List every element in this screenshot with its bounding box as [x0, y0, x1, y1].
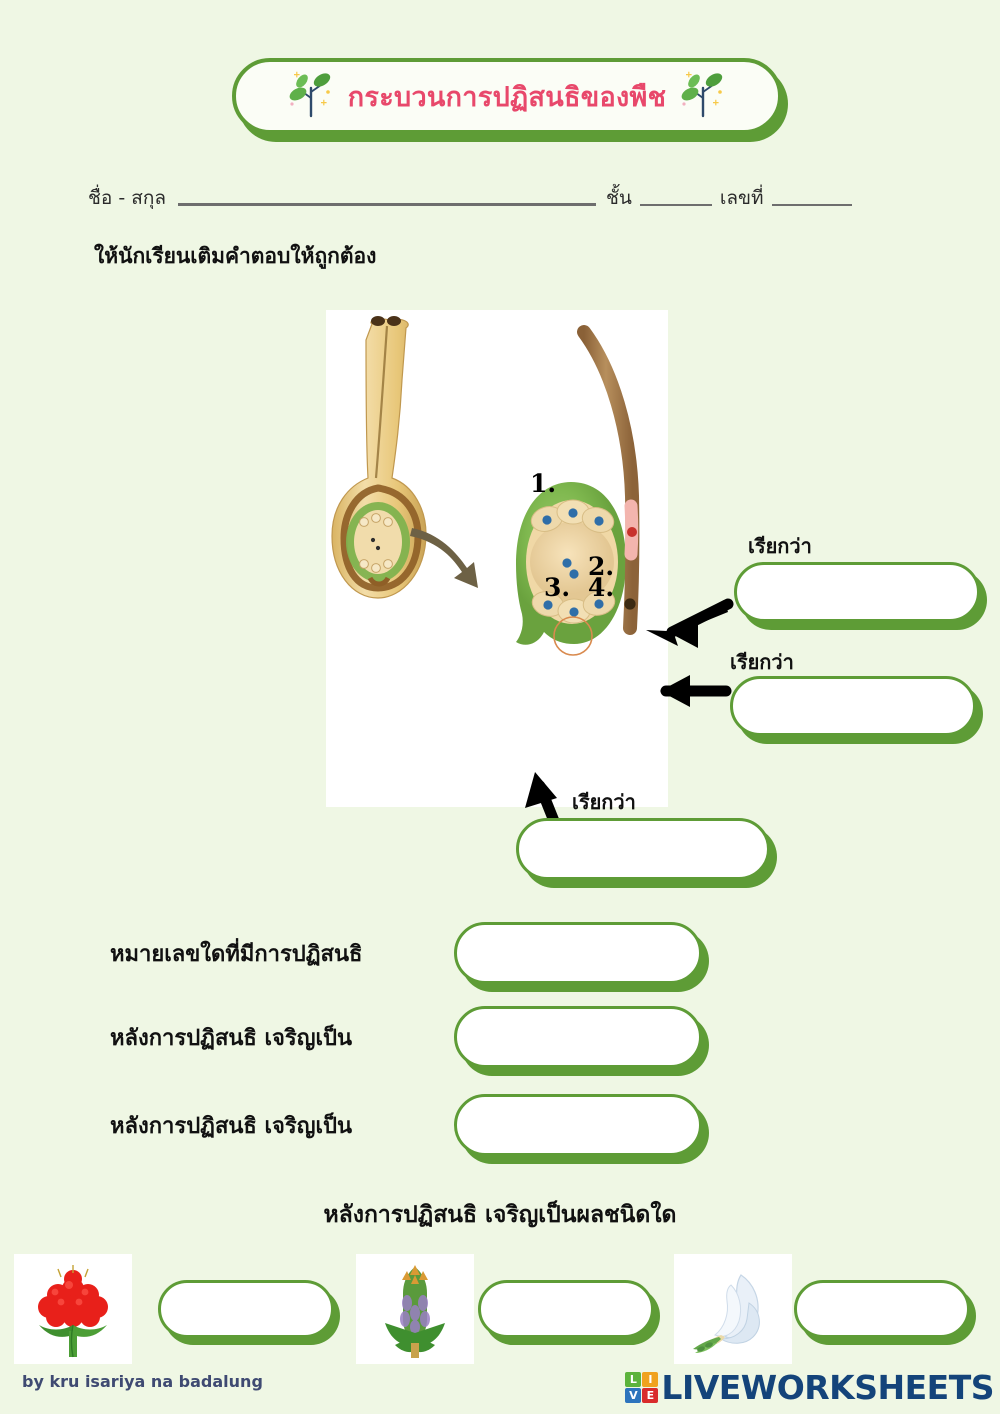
magnify-arrow-icon	[410, 528, 478, 588]
tube-nucleus-dot	[624, 598, 636, 610]
fruit-answer-box-3[interactable]	[794, 1280, 970, 1338]
red-aggregate-fruit-icon	[38, 1265, 108, 1358]
fruit-answer-box-1[interactable]	[158, 1280, 334, 1338]
pollen-tube-illustration	[577, 325, 640, 635]
page-title: กระบวนการปฏิสนธิของพืช	[347, 81, 667, 113]
question-label-2: หลังการปฏิสนธิ เจริญเป็น	[110, 1025, 352, 1051]
diagram-number-1: 1.	[530, 469, 556, 498]
polar-nuclei	[562, 558, 579, 579]
question-row-1: หมายเลขใดที่มีการปฏิสนธิ	[110, 918, 710, 988]
callout-label-3: เรียกว่า	[572, 790, 636, 814]
fertilization-diagram: 1. 2. 3. 4.	[326, 310, 668, 807]
liveworksheets-wordmark: LIVEWORKSHEETS	[661, 1368, 994, 1407]
number-input-line[interactable]	[771, 204, 852, 206]
leaf-sparkle-icon	[288, 68, 334, 124]
question-label-1: หมายเลขใดที่มีการปฏิสนธิ	[110, 941, 363, 967]
header-banner: กระบวนการปฏิสนธิของพืช	[232, 58, 788, 142]
author-credit: by kru isariya na badalung	[22, 1372, 263, 1391]
logo-letter-v: V	[625, 1388, 642, 1403]
diagram-number-4: 4.	[588, 573, 614, 602]
fruit-image-1	[14, 1254, 132, 1364]
callout-label-1: เรียกว่า	[748, 534, 812, 558]
callout-answer-box-2[interactable]	[730, 676, 976, 736]
pistil-illustration	[331, 316, 427, 599]
embryo-sac-illustration	[516, 482, 626, 656]
question-row-3: หลังการปฏิสนธิ เจริญเป็น	[110, 1090, 710, 1160]
white-flower-icon	[693, 1274, 760, 1353]
micropyle-highlight-circle	[553, 616, 593, 656]
fruit-image-3	[674, 1254, 792, 1364]
question-answer-box-3[interactable]	[454, 1094, 702, 1156]
number-label: เลขที่	[719, 187, 764, 209]
diagram-number-2: 2.	[588, 552, 614, 581]
class-input-line[interactable]	[639, 204, 712, 206]
banner-inner: กระบวนการปฏิสนธิของพืช	[232, 58, 782, 134]
bottom-prompt: หลังการปฏิสนธิ เจริญเป็นผลชนิดใด	[323, 1202, 677, 1228]
logo-letter-e: E	[642, 1388, 659, 1403]
question-row-2: หลังการปฏิสนธิ เจริญเป็น	[110, 1002, 710, 1072]
question-answer-box-2[interactable]	[454, 1006, 702, 1068]
question-answer-box-1[interactable]	[454, 922, 702, 984]
fruit-answer-box-2[interactable]	[478, 1280, 654, 1338]
student-info-row: ชื่อ - สกุล ชั้น เลขที่	[88, 176, 912, 210]
question-label-3: หลังการปฏิสนธิ เจริญเป็น	[110, 1113, 352, 1139]
antipodal-cells	[530, 499, 615, 533]
arrow-to-tube-nucleus	[660, 675, 732, 707]
liveworksheets-logo: L I V E LIVEWORKSHEETS	[625, 1368, 994, 1407]
pineapple-fruit-icon	[385, 1265, 445, 1358]
logo-letter-i: I	[642, 1372, 659, 1387]
callout-answer-box-3[interactable]	[516, 818, 770, 880]
fruit-answer-row	[0, 1254, 1000, 1364]
class-label: ชั้น	[606, 187, 632, 209]
liveworksheets-logo-grid: L I V E	[625, 1372, 659, 1403]
name-input-line[interactable]	[178, 203, 596, 206]
instruction-text: ให้นักเรียนเติมคำตอบให้ถูกต้อง	[94, 244, 377, 268]
leaf-sparkle-icon	[680, 68, 726, 124]
egg-and-synergids	[531, 590, 616, 624]
logo-letter-l: L	[625, 1372, 642, 1387]
name-label: ชื่อ - สกุล	[88, 187, 166, 209]
diagram-number-3: 3.	[544, 573, 570, 602]
fruit-image-2	[356, 1254, 474, 1364]
callout-label-2: เรียกว่า	[730, 650, 794, 674]
sperm-cell-dot	[627, 527, 637, 537]
callout-answer-box-1[interactable]	[734, 562, 980, 622]
